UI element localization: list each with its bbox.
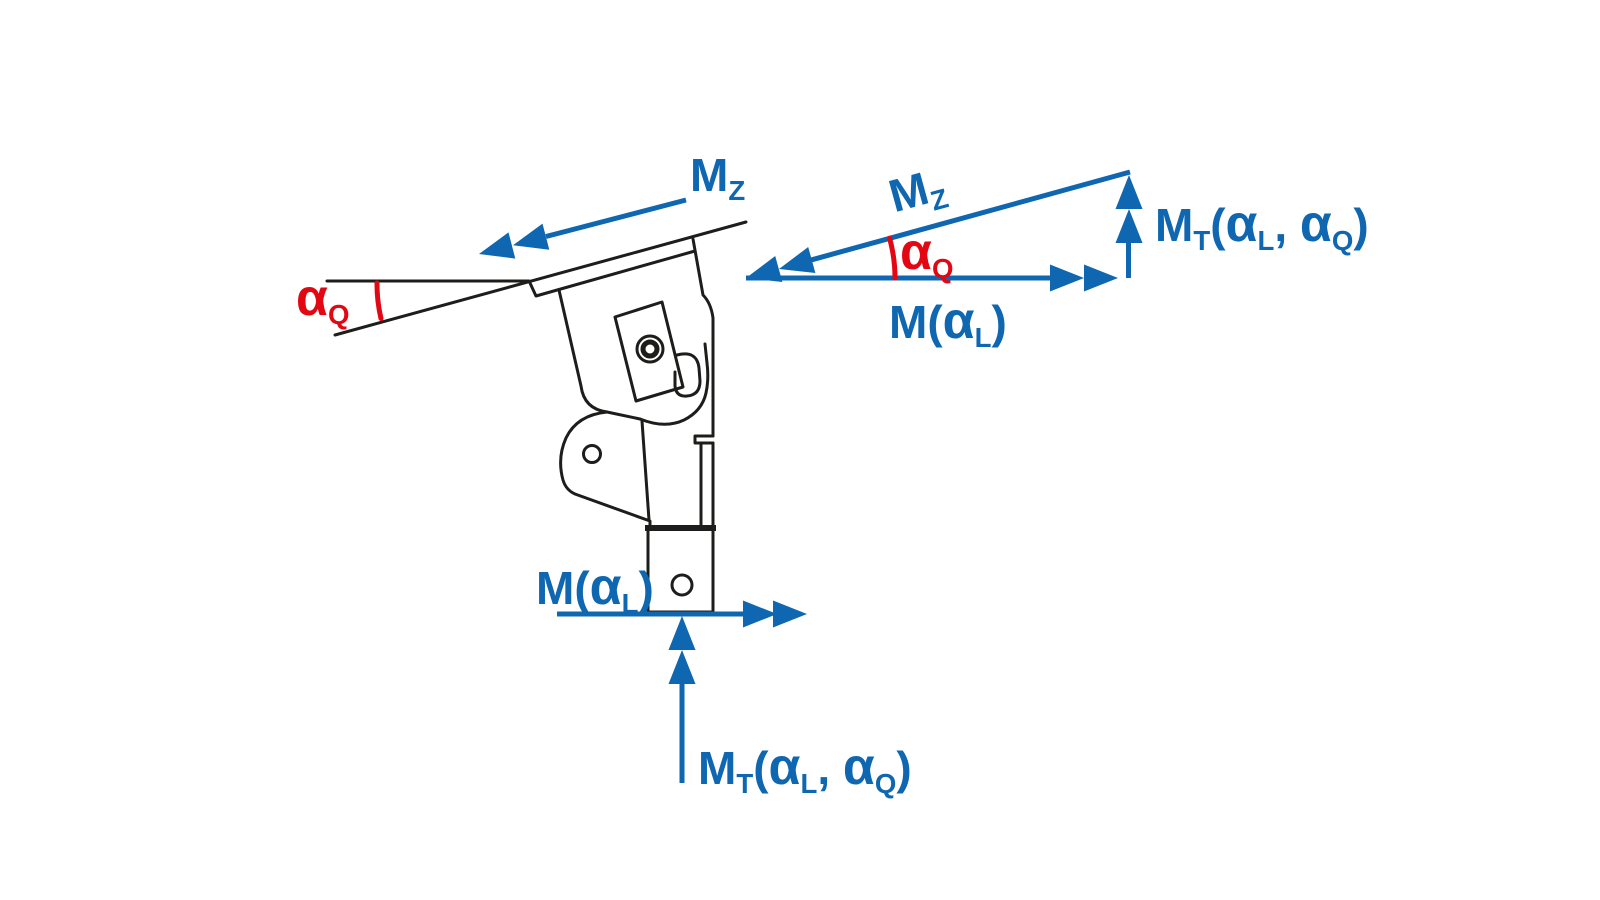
bracket-m-close: ) [638, 562, 654, 614]
bracket-mz-subscript: Z [728, 174, 746, 206]
bracket-mt-arrow [668, 616, 696, 783]
triangle-mt-arrowhead-icon [1115, 175, 1143, 209]
bracket-mt-arrowhead-icon [668, 616, 696, 650]
base-post [646, 526, 715, 614]
triangle-mt-main: M [1155, 199, 1194, 251]
bracket-mt-comma: , [817, 742, 843, 794]
bracket-mt-main: M [698, 742, 737, 794]
bracket-mz-arrow-line [545, 197, 687, 239]
arm-outline [559, 410, 652, 529]
bracket-mt-alpha2: α [842, 738, 875, 796]
clamp-head-left [557, 288, 642, 421]
bracket-mt-sub-l: L [800, 767, 818, 799]
bracket-angle-subscript: Q [327, 298, 350, 330]
bracket-m-main: M( [536, 562, 590, 614]
triangle-mt-close: ) [1353, 199, 1369, 251]
bracket-mz-main: M [690, 149, 729, 201]
rail-flange [528, 249, 697, 298]
triangle-mt-label: MT(αL, αQ) [1155, 198, 1369, 254]
triangle-m-main: M( [889, 296, 943, 348]
triangle-m-close: ) [991, 296, 1007, 348]
triangle-m-arrowhead-icon [1084, 264, 1118, 292]
triangle-m-subscript: L [974, 321, 992, 353]
bracket-m-subscript: L [621, 587, 639, 619]
triangle-m-alpha: α [942, 292, 975, 350]
bracket-m-arrowhead2-icon [743, 600, 777, 628]
bracket-m-alpha: α [589, 558, 622, 616]
bracket-angle-label: αQ [296, 272, 349, 328]
base-hole [670, 573, 694, 597]
clamp-head-bottom [638, 342, 710, 426]
bracket-mz-arrowhead-icon [479, 232, 516, 259]
bracket-mt-arrowhead2-icon [668, 650, 696, 684]
bolt-inner-circle [640, 339, 660, 359]
triangle-angle-label: αQ [900, 226, 953, 282]
triangle-mt-alpha1: α [1225, 195, 1258, 253]
triangle-m-label: M(αL) [889, 295, 1007, 351]
triangle-m-vector [746, 264, 1118, 292]
bracket-mt-alpha1: α [768, 738, 801, 796]
triangle-angle-arc [887, 235, 898, 281]
triangle-m-arrowhead2-icon [1050, 264, 1084, 292]
bracket-m-arrowhead-icon [773, 600, 807, 628]
triangle-mt-sub-l: L [1257, 224, 1275, 256]
arm-hole [582, 444, 602, 464]
bolt-outer-circle [635, 334, 665, 364]
bracket-m-label: M(αL) [536, 561, 654, 617]
rail-notch [693, 434, 715, 445]
bracket-drawing [325, 220, 748, 614]
clamp-jaw-right [691, 237, 715, 342]
triangle-mz-arrowhead2-icon [779, 247, 816, 273]
bracket-mz-arrow [479, 197, 687, 259]
bracket-mz-arrowhead2-icon [513, 223, 550, 250]
bracket-m-arrow [557, 600, 807, 628]
bracket-mt-close: ) [896, 742, 912, 794]
bracket-angle-arc [374, 280, 384, 321]
triangle-mt-comma: , [1274, 199, 1300, 251]
bracket-angle-alpha: α [296, 269, 328, 327]
bracket-mz-label: MZ [690, 152, 745, 204]
triangle-mt-paren: ( [1210, 199, 1226, 251]
triangle-angle-alpha: α [900, 223, 932, 281]
bracket-mt-sub-q: Q [874, 767, 897, 799]
bracket-mt-paren: ( [753, 742, 769, 794]
triangle-mz-line [809, 169, 1131, 263]
triangle-mt-sub-q: Q [1331, 224, 1354, 256]
bracket-mt-label: MT(αL, αQ) [698, 741, 912, 797]
arm-right-edge [640, 419, 651, 522]
hook-slot [673, 352, 702, 398]
roof-line [333, 220, 748, 337]
bracket-mt-subscript: T [736, 767, 754, 799]
triangle-mt-alpha2: α [1299, 195, 1332, 253]
triangle-mt-arrowhead2-icon [1115, 209, 1143, 243]
triangle-angle-subscript: Q [931, 252, 954, 284]
triangle-mt-subscript: T [1193, 224, 1211, 256]
bolt-plate [613, 300, 685, 403]
triangle-mt-vector [1115, 175, 1143, 278]
